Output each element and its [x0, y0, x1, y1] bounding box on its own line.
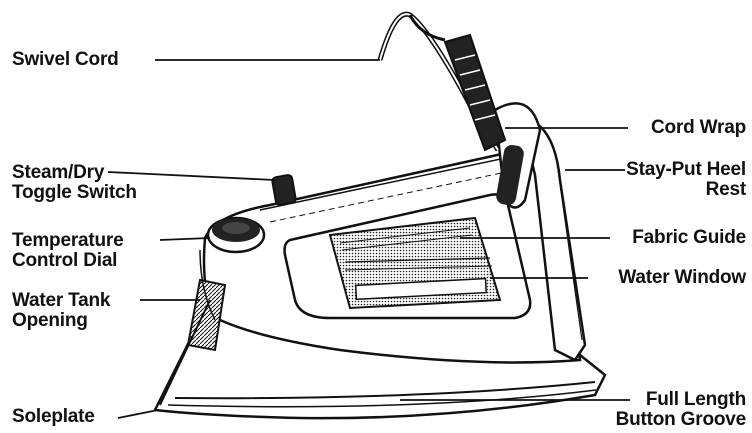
- label-swivel-cord: Swivel Cord: [12, 50, 119, 70]
- label-temperature-dial: Temperature Control Dial: [12, 231, 124, 271]
- label-soleplate: Soleplate: [12, 407, 95, 427]
- leader-soleplate: [118, 410, 158, 418]
- label-steam-dry-toggle: Steam/Dry Toggle Switch: [12, 163, 137, 203]
- label-water-tank-opening: Water Tank Opening: [12, 291, 110, 331]
- toggle-switch-shape: [272, 174, 297, 205]
- label-heel-rest: Stay-Put Heel Rest: [626, 160, 746, 200]
- label-button-groove: Full Length Button Groove: [616, 390, 746, 430]
- label-water-window: Water Window: [618, 268, 746, 288]
- leader-temperature: [160, 238, 210, 240]
- strain-relief-shape: [445, 35, 505, 150]
- label-fabric-guide: Fabric Guide: [632, 228, 746, 248]
- label-cord-wrap: Cord Wrap: [651, 118, 746, 138]
